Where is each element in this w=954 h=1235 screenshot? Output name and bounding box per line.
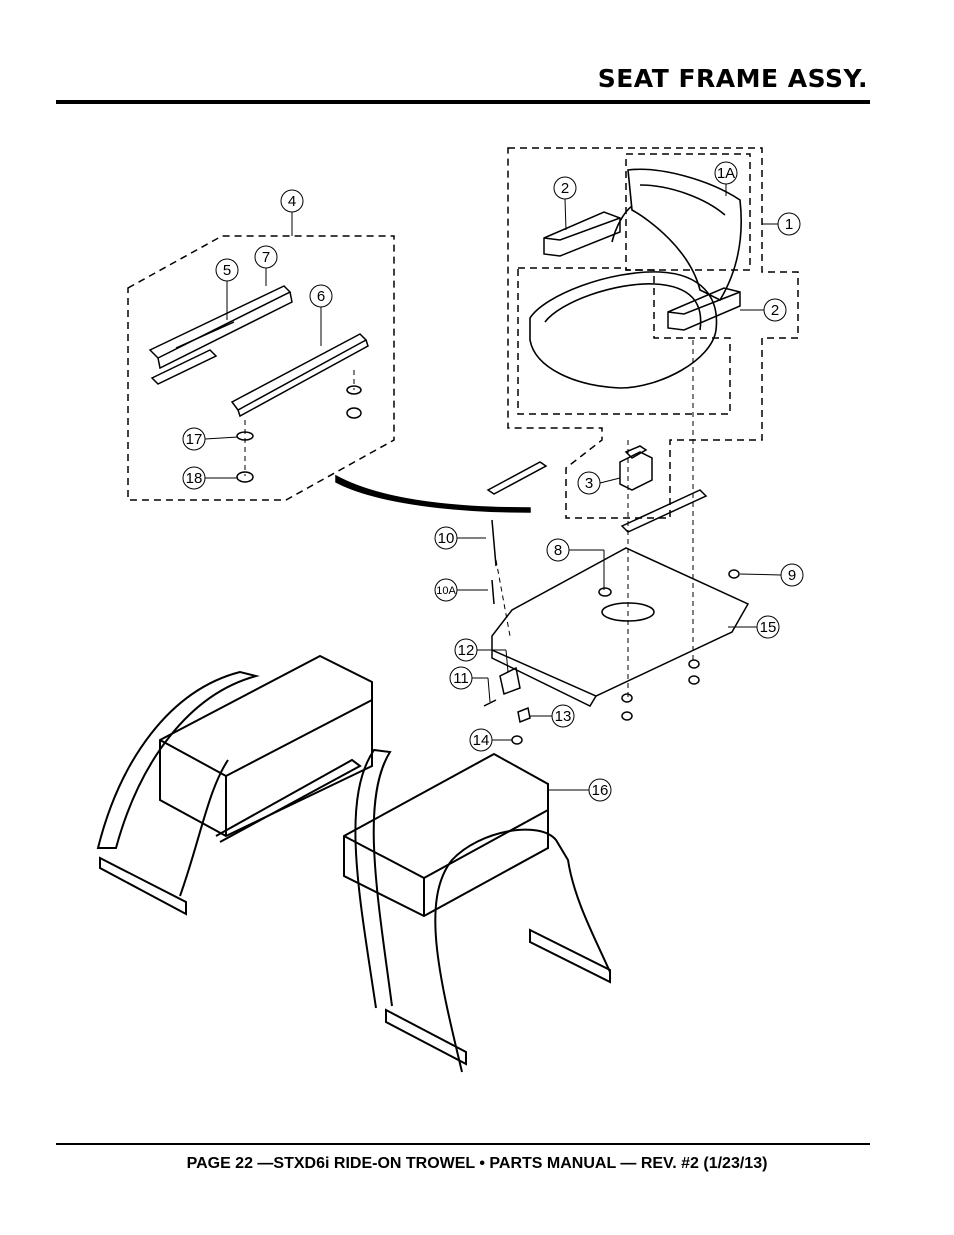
footer-rule — [56, 1143, 870, 1145]
callout-8: 8 — [554, 542, 562, 559]
armrest-right — [667, 287, 741, 331]
callout-2-top: 2 — [561, 180, 569, 197]
drop-lines — [244, 340, 694, 698]
callout-7: 7 — [262, 249, 270, 266]
group-box-4 — [127, 235, 395, 501]
callout-3: 3 — [585, 475, 593, 492]
callout-4: 4 — [288, 193, 296, 210]
callout-1a: 1A — [717, 165, 735, 182]
group-box-1a — [625, 153, 751, 271]
callout-5: 5 — [223, 262, 231, 279]
callout-14: 14 — [473, 732, 490, 749]
leader-lines — [204, 184, 782, 791]
callout-11: 11 — [453, 670, 469, 687]
group-box-seat — [517, 267, 731, 415]
callout-10: 10 — [438, 530, 455, 547]
callout-labels: 4 5 7 6 17 18 2 1A 1 2 3 10 8 9 10A 15 1… — [182, 161, 804, 802]
callout-2-right: 2 — [771, 302, 779, 319]
seat-cushion — [529, 168, 742, 389]
callout-15: 15 — [760, 619, 777, 636]
seat-rail-mounted-right — [620, 489, 708, 533]
washers-nuts-4 — [236, 385, 362, 483]
callout-16: 17 — [186, 431, 203, 448]
callout-10a: 10A — [436, 585, 456, 597]
sweep-arrow — [335, 474, 531, 513]
callout-9: 9 — [788, 567, 796, 584]
callout-1: 1 — [785, 216, 793, 233]
seat-rail-right — [230, 333, 369, 418]
main-frame — [96, 654, 611, 1073]
callout-12: 12 — [458, 642, 475, 659]
seat-pan — [491, 547, 750, 707]
hardware-set — [483, 519, 740, 745]
seat-rail-mounted-left — [486, 461, 548, 495]
callout-6: 6 — [317, 288, 325, 305]
callout-18: 16 — [592, 782, 609, 799]
callout-13: 13 — [555, 708, 572, 725]
group-box-1 — [507, 147, 799, 519]
page-title: SEAT FRAME ASSY. — [597, 64, 868, 93]
header-rule — [56, 100, 870, 104]
seat-switch — [619, 445, 653, 491]
callout-17: 18 — [186, 470, 203, 487]
seat-rail-left — [148, 285, 293, 385]
page-footer: PAGE 22 —STXD6i RIDE-ON TROWEL • PARTS M… — [186, 1155, 768, 1172]
armrest-left — [543, 211, 621, 257]
